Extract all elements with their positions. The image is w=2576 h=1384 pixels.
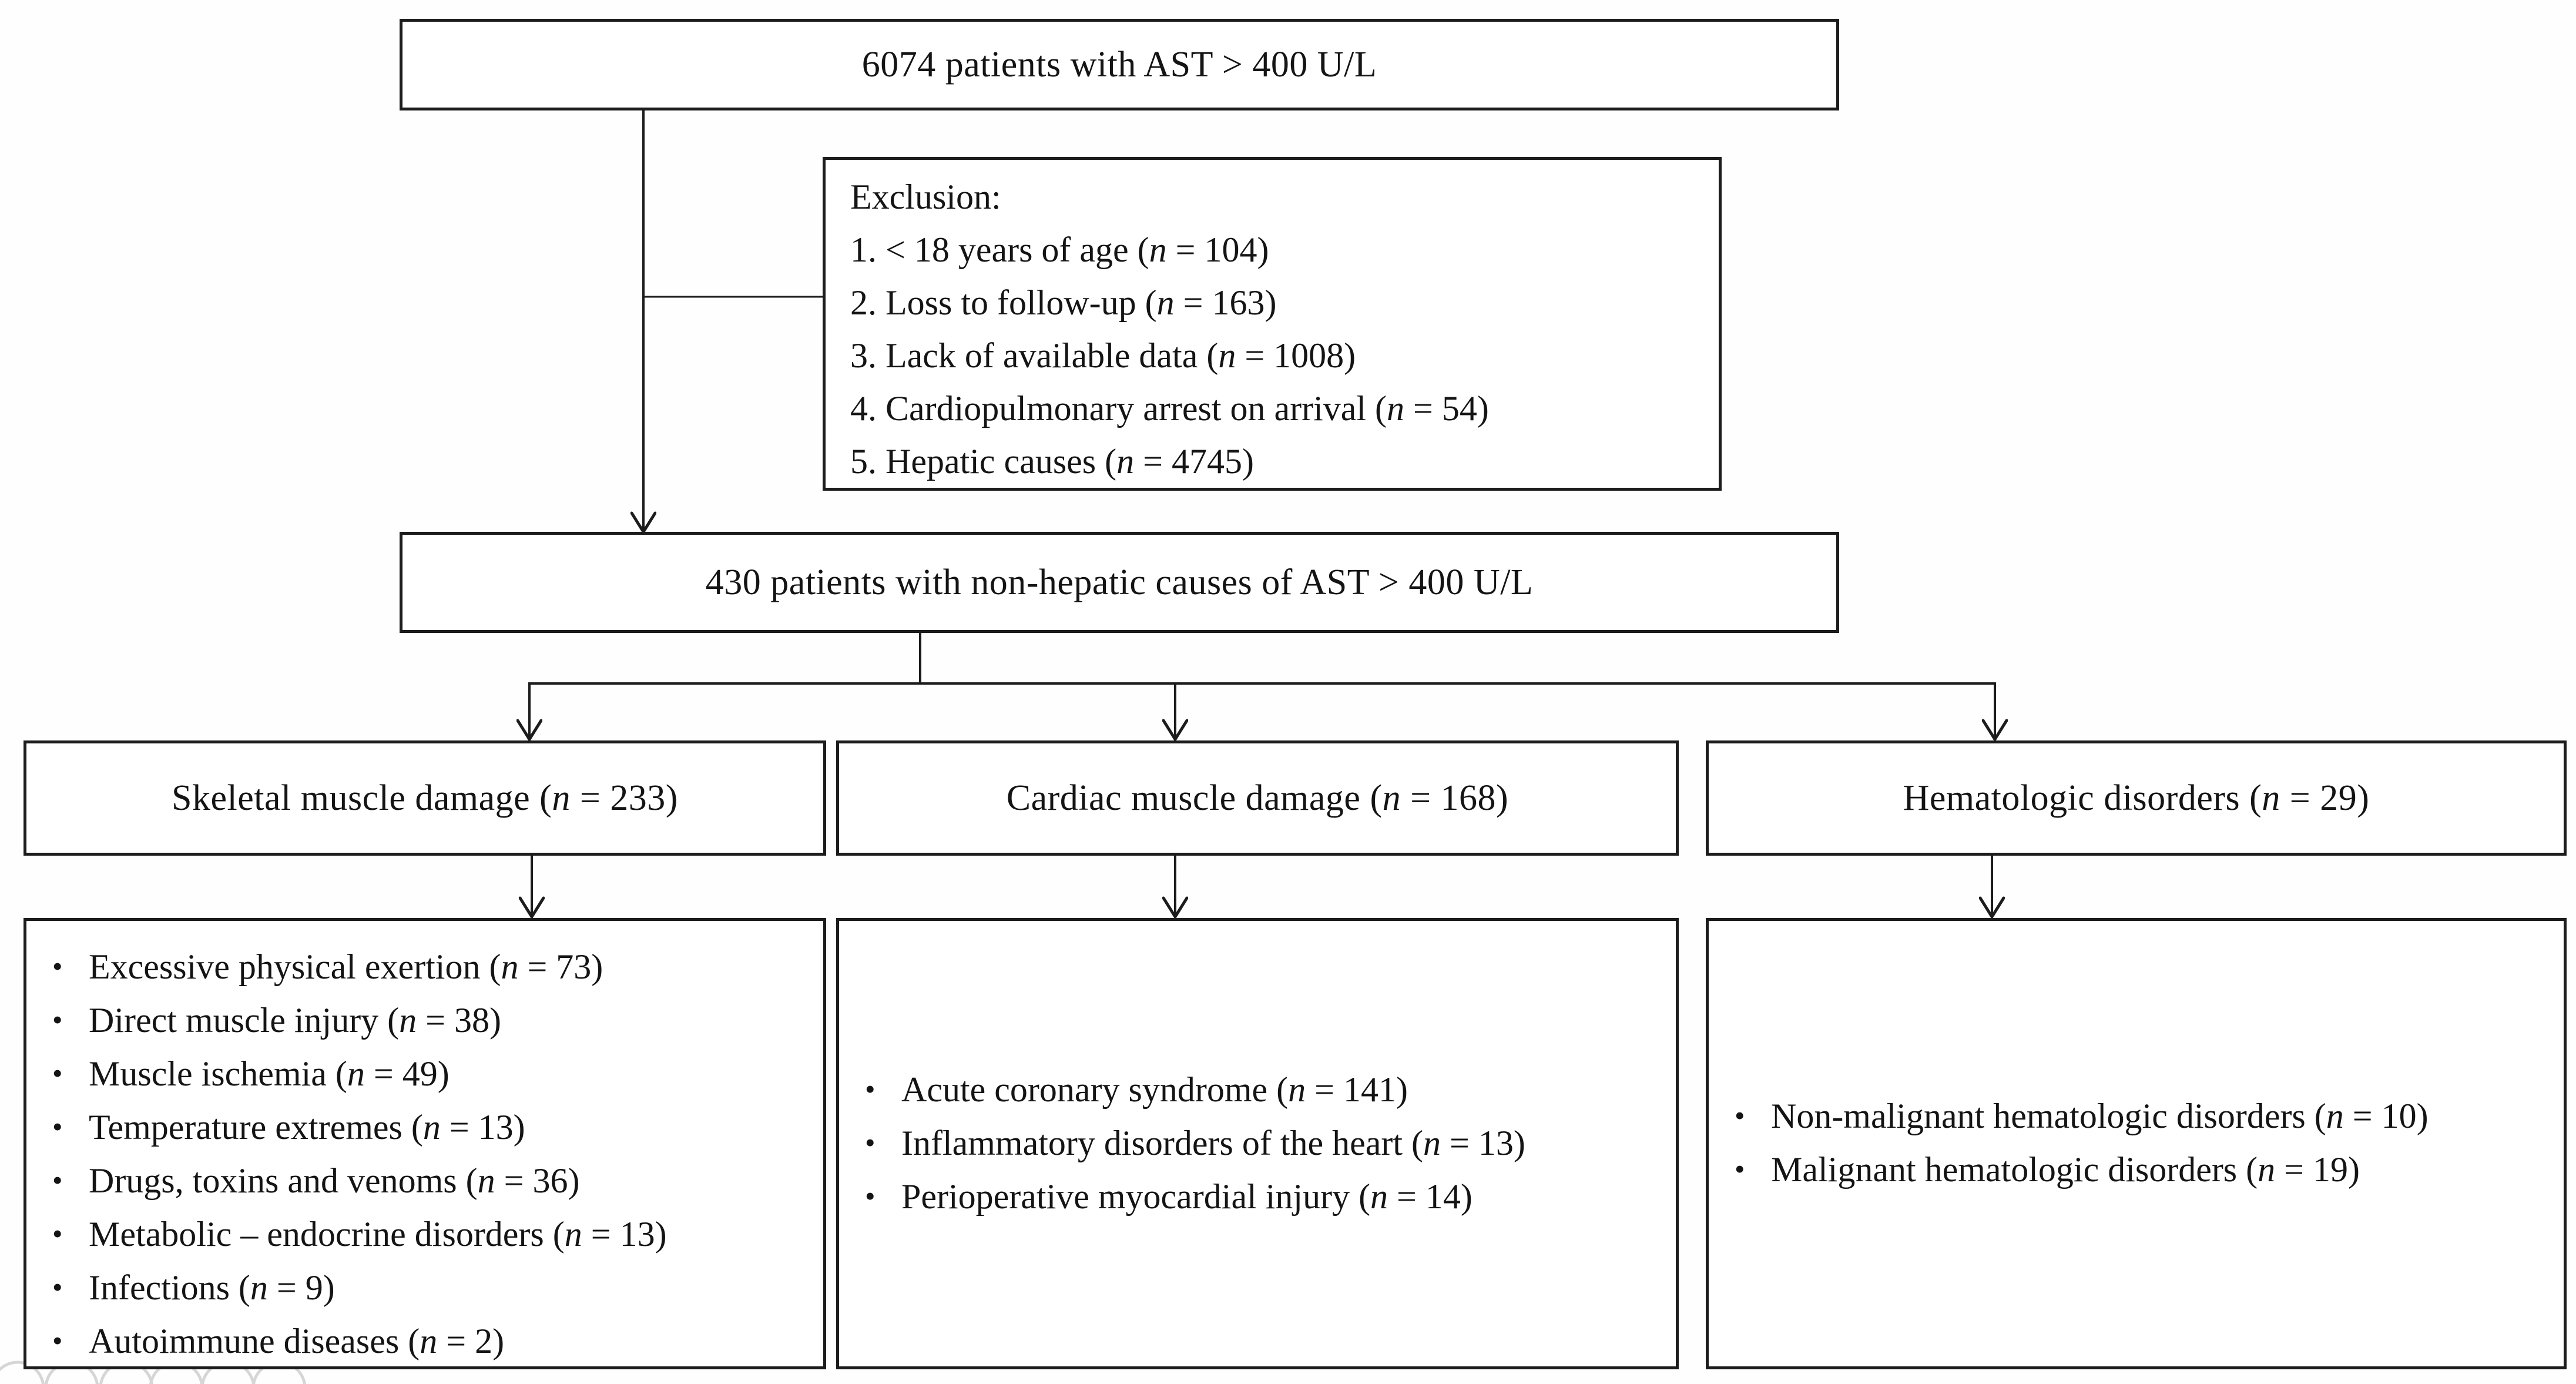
list-item-text: 3. Lack of available data (n = 1008) xyxy=(850,336,1356,375)
list-item: 2. Loss to follow-up (n = 163) xyxy=(850,276,1707,329)
list-item-text: Autoimmune diseases (n = 2) xyxy=(89,1322,505,1360)
list-item-text: Infections (n = 9) xyxy=(89,1268,335,1307)
hematologic-causes-list: • Non-malignant hematologic disorders (n … xyxy=(1735,1090,2554,1197)
list-item-text: Perioperative myocardial injury (n = 14) xyxy=(901,1177,1473,1216)
list-item: • Metabolic – endocrine disorders (n = 13… xyxy=(52,1208,814,1262)
list-item-text: 5. Hepatic causes (n = 4745) xyxy=(850,442,1254,481)
list-item-text: Temperature extremes (n = 13) xyxy=(89,1108,525,1147)
list-item-text: Drugs, toxins and venoms (n = 36) xyxy=(89,1161,580,1200)
bullet-icon: • xyxy=(865,1179,876,1212)
bullet-icon: • xyxy=(52,1217,63,1250)
exclusion-list: 1. < 18 years of age (n = 104) 2. Loss to… xyxy=(850,223,1707,488)
list-item: • Autoimmune diseases (n = 2) xyxy=(52,1315,814,1369)
list-item: • Excessive physical exertion (n = 73) xyxy=(52,941,814,994)
list-item-text: Acute coronary syndrome (n = 141) xyxy=(901,1070,1408,1109)
list-item-text: 1. < 18 years of age (n = 104) xyxy=(850,230,1269,269)
list-item: • Perioperative myocardial injury (n = 14… xyxy=(865,1171,1666,1224)
box-exclusion: Exclusion: 1. < 18 years of age (n = 104… xyxy=(823,157,1722,491)
bullet-icon: • xyxy=(52,1324,63,1357)
exclusion-title: Exclusion: xyxy=(850,177,1001,216)
list-item: • Inflammatory disorders of the heart (n … xyxy=(865,1117,1666,1171)
list-item: • Direct muscle injury (n = 38) xyxy=(52,994,814,1048)
list-item: • Drugs, toxins and venoms (n = 36) xyxy=(52,1155,814,1208)
cardiac-causes-list: • Acute coronary syndrome (n = 141) • Infla… xyxy=(865,1064,1666,1224)
list-item: 1. < 18 years of age (n = 104) xyxy=(850,223,1707,276)
list-item: • Non-malignant hematologic disorders (n … xyxy=(1735,1090,2554,1144)
list-item-text: 2. Loss to follow-up (n = 163) xyxy=(850,283,1277,322)
bullet-icon: • xyxy=(52,1003,63,1036)
list-item: 3. Lack of available data (n = 1008) xyxy=(850,329,1707,382)
bullet-icon: • xyxy=(52,1164,63,1197)
list-item: • Temperature extremes (n = 13) xyxy=(52,1101,814,1155)
list-item-text: Inflammatory disorders of the heart (n =… xyxy=(901,1123,1525,1162)
skeletal-header-text: Skeletal muscle damage (n = 233) xyxy=(172,778,678,818)
bullet-icon: • xyxy=(52,950,63,983)
list-item-text: Excessive physical exertion (n = 73) xyxy=(89,947,603,986)
bullet-icon: • xyxy=(52,1110,63,1143)
list-item-text: Direct muscle injury (n = 38) xyxy=(89,1001,501,1040)
box-total-patients: 6074 patients with AST > 400 U/L xyxy=(400,19,1839,110)
cardiac-header-text: Cardiac muscle damage (n = 168) xyxy=(1006,778,1509,818)
box-hematologic-header: Hematologic disorders (n = 29) xyxy=(1706,740,2567,856)
box-hematologic-details: • Non-malignant hematologic disorders (n … xyxy=(1706,918,2567,1369)
box-included-patients: 430 patients with non-hepatic causes of … xyxy=(400,532,1839,633)
list-item-text: 4. Cardiopulmonary arrest on arrival (n … xyxy=(850,389,1489,428)
box-cardiac-details: • Acute coronary syndrome (n = 141) • Infla… xyxy=(836,918,1679,1369)
list-item-text: Non-malignant hematologic disorders (n =… xyxy=(1771,1097,2429,1135)
hematologic-header-text: Hematologic disorders (n = 29) xyxy=(1903,778,2370,818)
bullet-icon: • xyxy=(1735,1152,1745,1185)
box-skeletal-details: • Excessive physical exertion (n = 73) • Di… xyxy=(24,918,826,1369)
bullet-icon: • xyxy=(865,1072,876,1105)
list-item-text: Metabolic – endocrine disorders (n = 13) xyxy=(89,1215,667,1254)
bullet-icon: • xyxy=(865,1125,876,1159)
list-item: • Infections (n = 9) xyxy=(52,1262,814,1315)
bullet-icon: • xyxy=(52,1057,63,1090)
box-cardiac-header: Cardiac muscle damage (n = 168) xyxy=(836,740,1679,856)
list-item: • Malignant hematologic disorders (n = 19… xyxy=(1735,1144,2554,1197)
box-total-patients-text: 6074 patients with AST > 400 U/L xyxy=(861,44,1377,85)
bullet-icon: • xyxy=(1735,1099,1745,1132)
box-skeletal-header: Skeletal muscle damage (n = 233) xyxy=(24,740,826,856)
list-item-text: Malignant hematologic disorders (n = 19) xyxy=(1771,1150,2360,1189)
list-item-text: Muscle ischemia (n = 49) xyxy=(89,1054,450,1093)
list-item: 5. Hepatic causes (n = 4745) xyxy=(850,435,1707,488)
list-item: • Muscle ischemia (n = 49) xyxy=(52,1048,814,1101)
bullet-icon: • xyxy=(52,1271,63,1303)
list-item: • Acute coronary syndrome (n = 141) xyxy=(865,1064,1666,1117)
skeletal-causes-list: • Excessive physical exertion (n = 73) • Di… xyxy=(52,941,814,1369)
box-included-patients-text: 430 patients with non-hepatic causes of … xyxy=(705,562,1534,602)
list-item: 4. Cardiopulmonary arrest on arrival (n … xyxy=(850,382,1707,435)
